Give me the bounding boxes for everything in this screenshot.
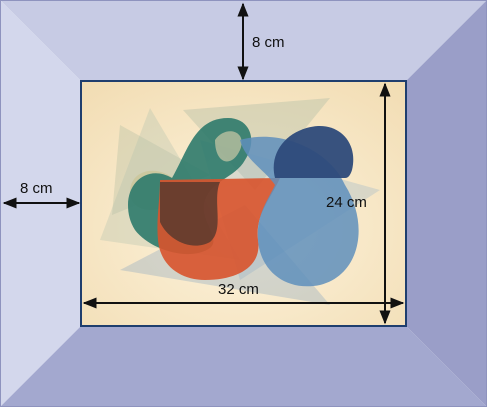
- top-frame-width-label: 8 cm: [252, 34, 285, 51]
- dimension-arrows: [2, 2, 405, 325]
- artwork-teal-inner: [215, 131, 242, 162]
- artwork-dark-overlap: [160, 182, 220, 246]
- frame-bottom: [0, 326, 487, 407]
- abstract-artwork: [100, 98, 380, 305]
- frame-right: [406, 0, 487, 407]
- picture-height-label: 24 cm: [326, 194, 367, 211]
- picture-border: [80, 80, 407, 327]
- artwork-navy-shape: [273, 125, 354, 178]
- picture-width-label: 32 cm: [218, 281, 259, 298]
- picture: [80, 80, 407, 327]
- left-frame-width-label: 8 cm: [20, 180, 53, 197]
